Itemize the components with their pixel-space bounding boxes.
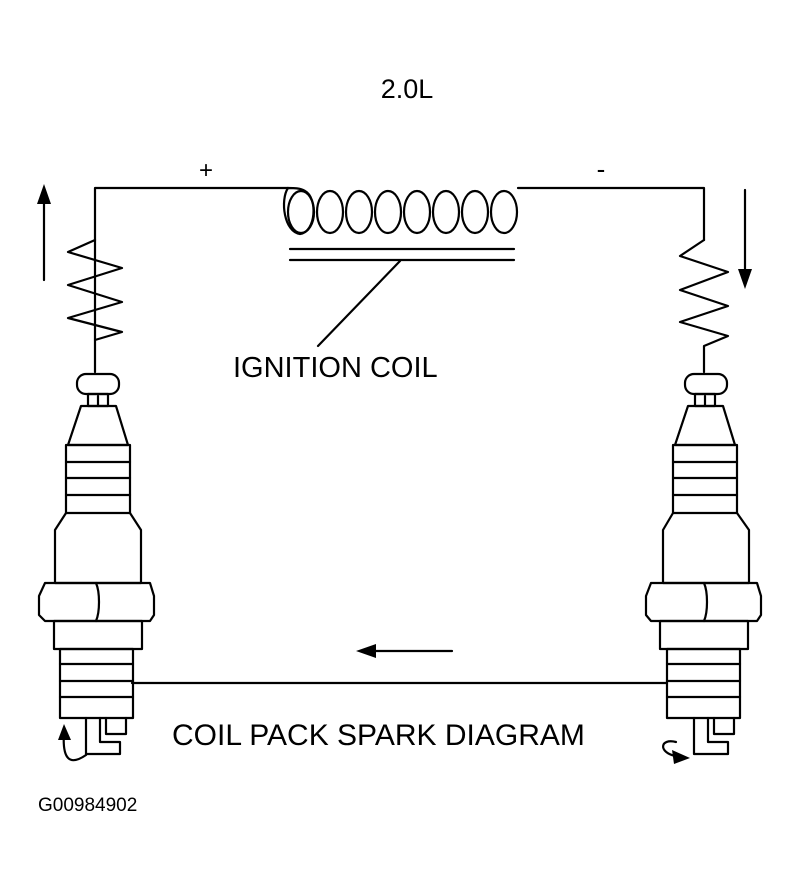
figure-id: G00984902 <box>38 795 137 816</box>
coil-loops <box>286 189 519 235</box>
coil-leader-line <box>316 259 402 348</box>
left-plug-spark-arrow-head <box>58 724 71 740</box>
left-spark-plug <box>37 372 156 762</box>
down-arrow-head <box>738 269 752 289</box>
right-spark-plug <box>644 372 763 758</box>
positive-terminal-label: + <box>199 157 213 184</box>
top-wire-right <box>516 186 706 242</box>
ignition-coil-label: IGNITION COIL <box>233 352 438 384</box>
engine-label: 2.0L <box>381 74 434 104</box>
left-resistor <box>66 238 124 374</box>
negative-terminal-label: - <box>597 154 606 184</box>
diagram-title: COIL PACK SPARK DIAGRAM <box>172 719 585 752</box>
top-wire-left <box>93 186 290 342</box>
left-arrow-head <box>356 644 376 658</box>
up-arrow-head <box>37 184 51 204</box>
right-resistor <box>678 238 730 374</box>
right-plug-spark-arrow-head <box>672 750 690 764</box>
